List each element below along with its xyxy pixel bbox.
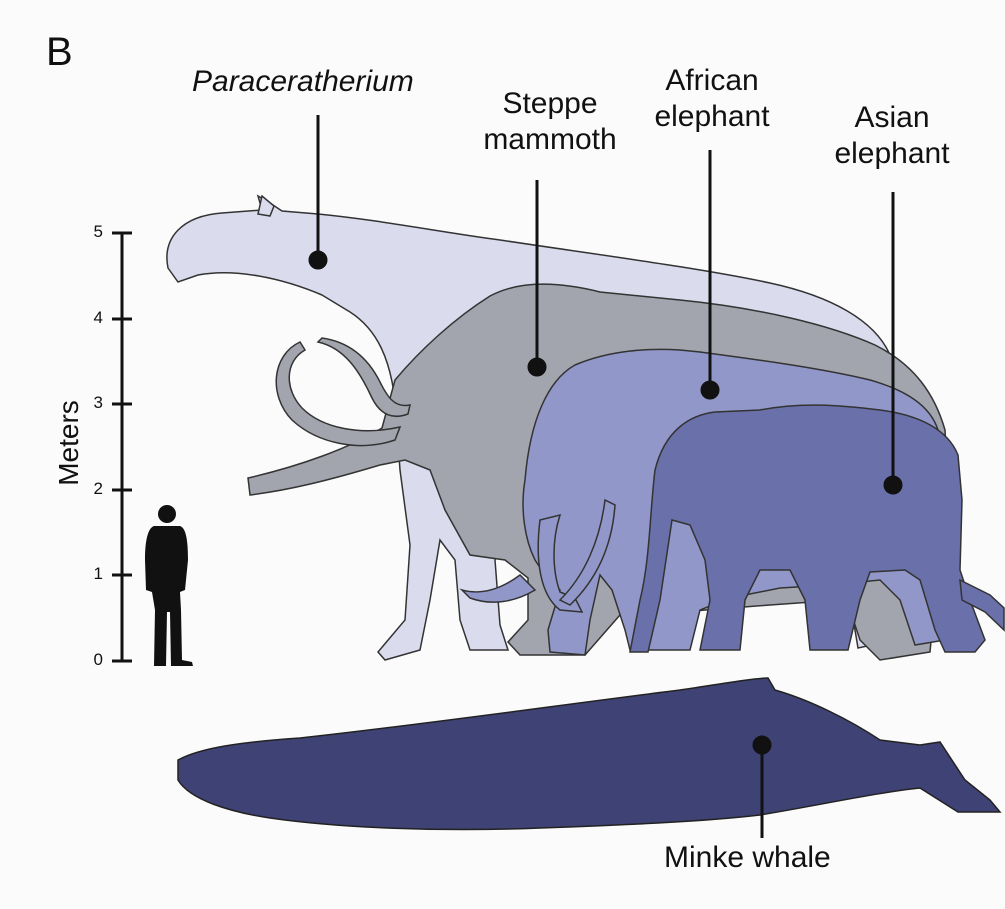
label-asian-elephant-line1: Asian (812, 100, 972, 136)
label-steppe-mammoth-line1: Steppe (470, 86, 630, 122)
axis-tick-5: 5 (73, 222, 103, 242)
axis-title: Meters (53, 388, 87, 498)
human-silhouette (145, 505, 193, 666)
label-steppe-mammoth-line2: mammoth (470, 122, 630, 158)
meters-axis (112, 233, 132, 661)
label-african-elephant-line2: elephant (632, 99, 792, 135)
label-african-elephant-line1: African (632, 63, 792, 99)
minke-whale-silhouette (178, 678, 1000, 830)
label-minke-whale: Minke whale (664, 840, 831, 876)
panel-label: B (46, 30, 73, 75)
axis-tick-0: 0 (73, 650, 103, 670)
label-asian-elephant-line2: elephant (812, 136, 972, 172)
label-african-elephant: African elephant (632, 63, 792, 135)
axis-tick-4: 4 (73, 308, 103, 328)
axis-tick-1: 1 (73, 564, 103, 584)
label-paraceratherium: Paraceratherium (192, 64, 414, 100)
label-asian-elephant: Asian elephant (812, 100, 972, 172)
label-steppe-mammoth: Steppe mammoth (470, 86, 630, 158)
